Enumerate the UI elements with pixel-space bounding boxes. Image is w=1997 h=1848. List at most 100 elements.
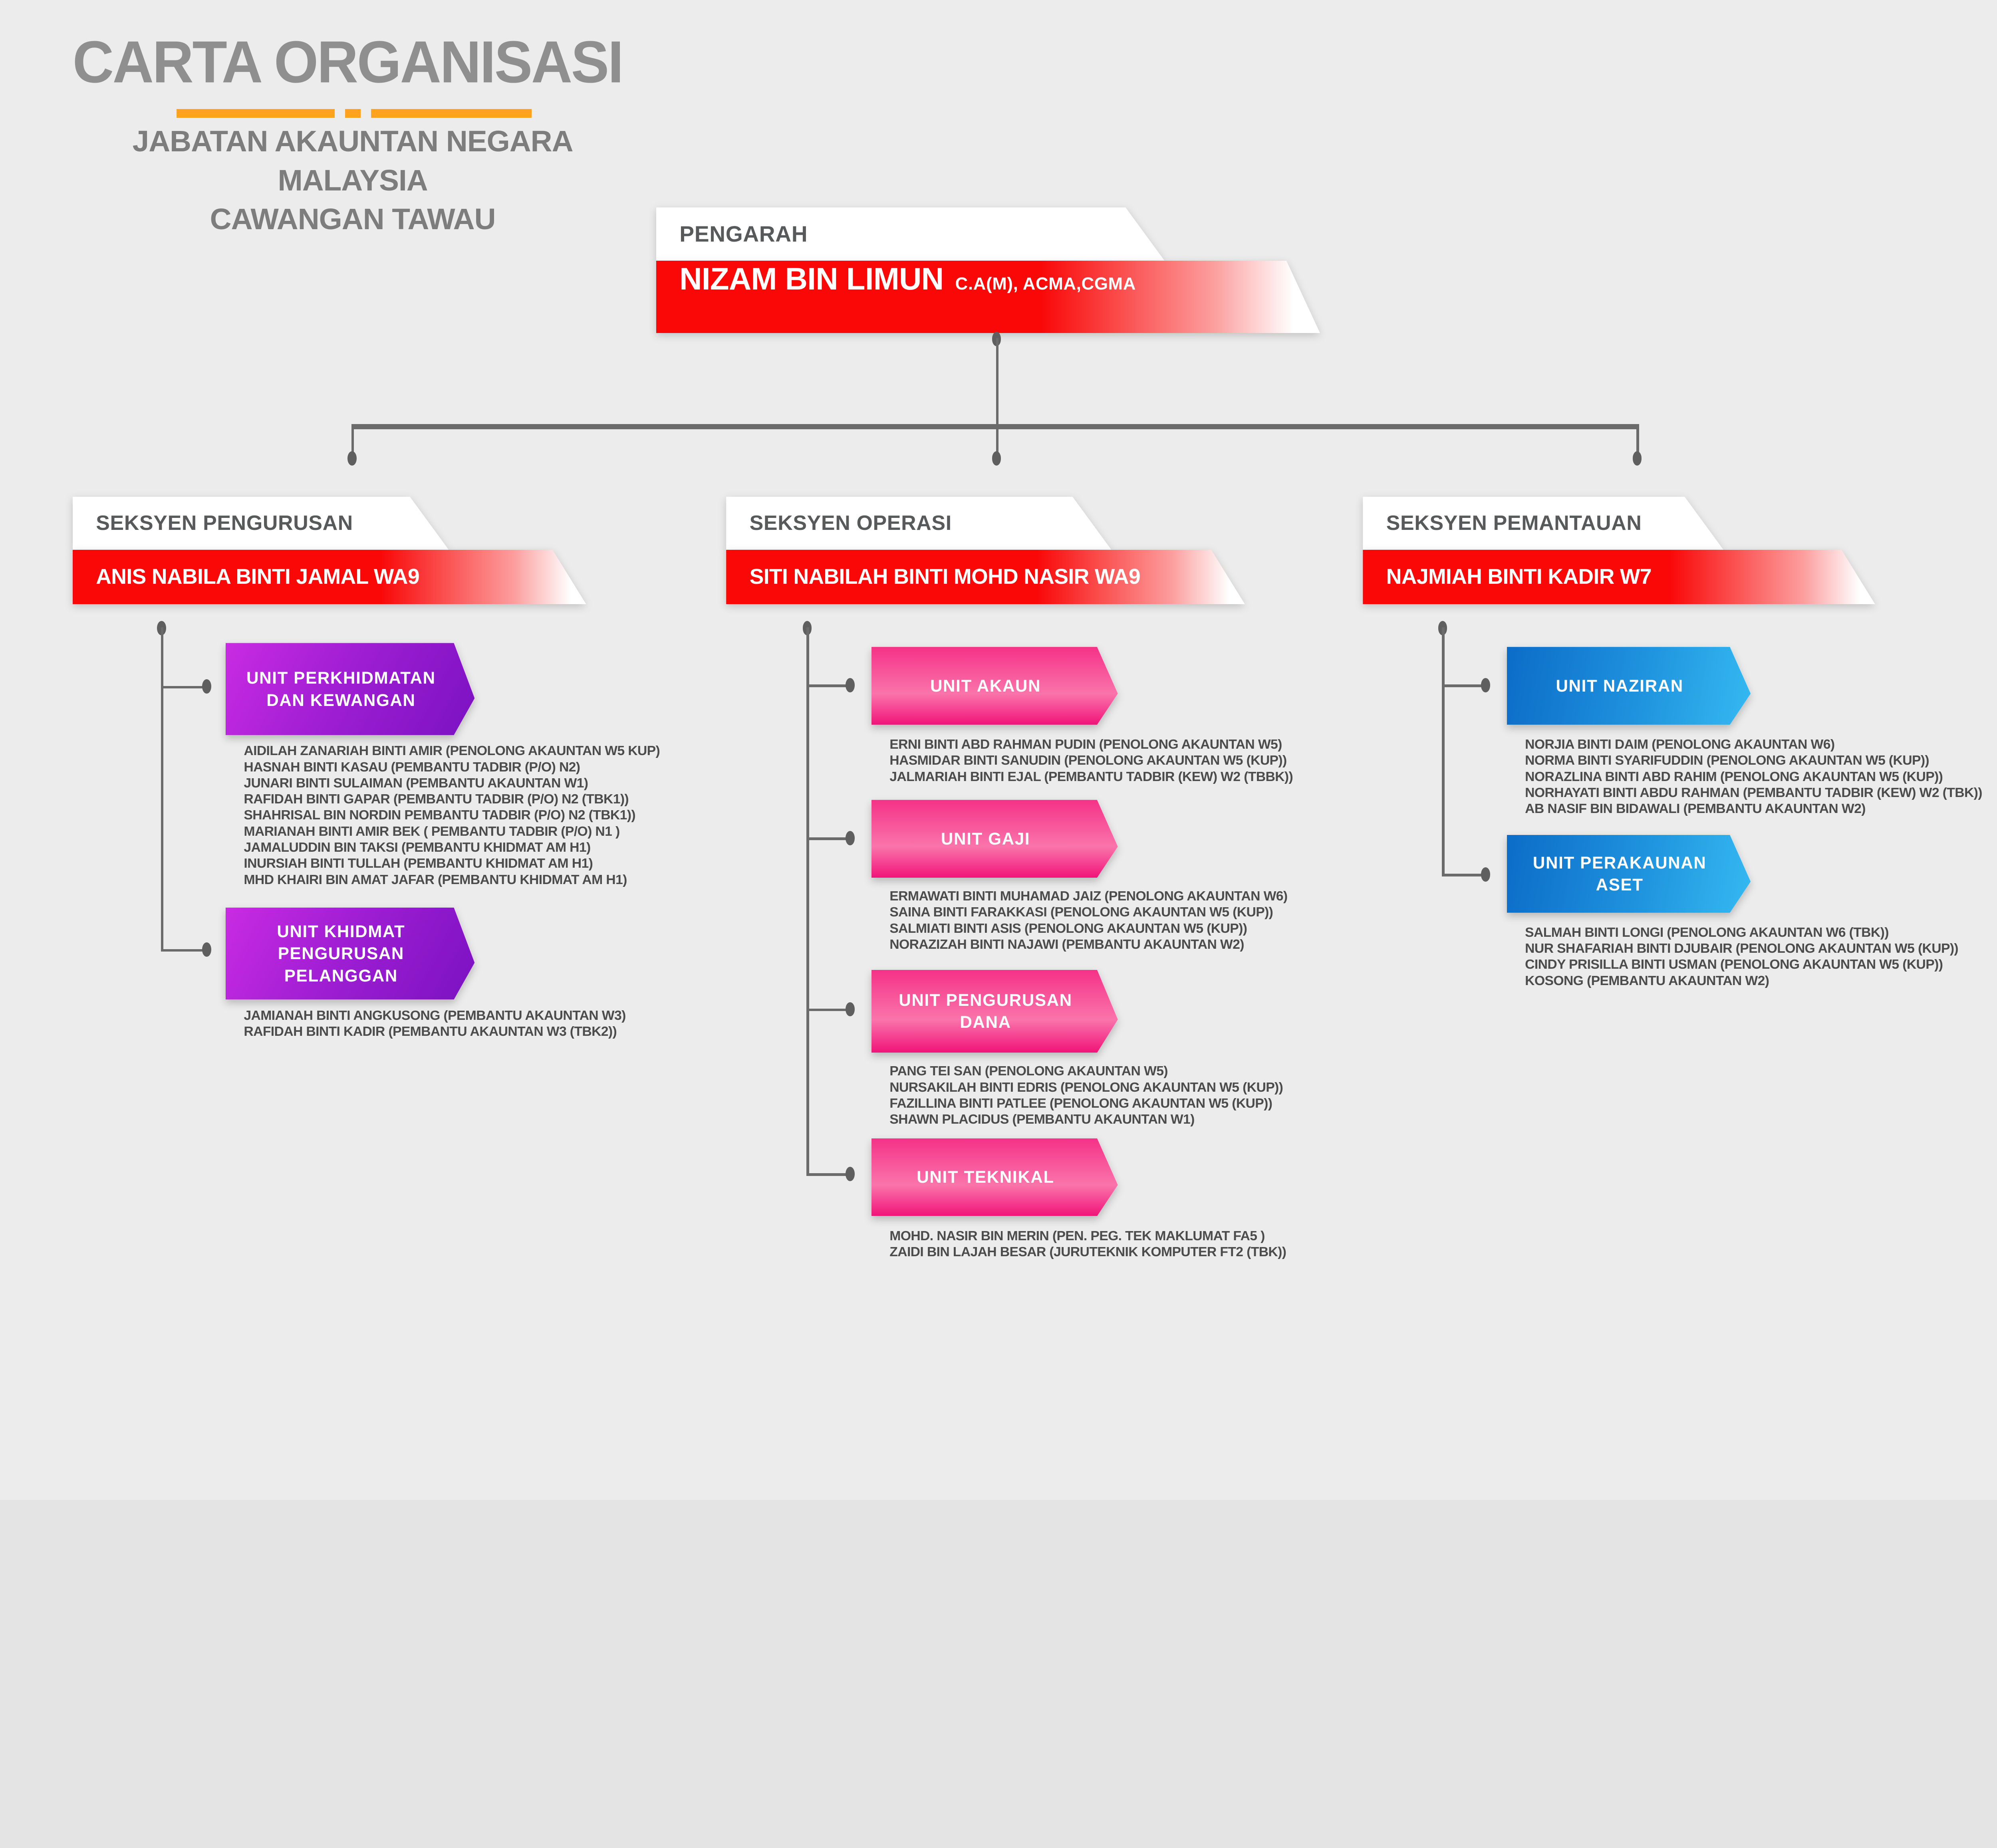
- section-banner-pemantauan: NAJMIAH BINTI KADIR W7: [1363, 550, 1875, 604]
- unit-box-gaji: UNIT GAJI: [871, 800, 1118, 878]
- staff-member: FAZILLINA BINTI PATLEE (PENOLONG AKAUNTA…: [889, 1095, 1272, 1111]
- section-banner-operasi: SITI NABILAH BINTI MOHD NASIR WA9: [726, 550, 1245, 604]
- staff-member: RAFIDAH BINTI GAPAR (PEMBANTU TADBIR (P/…: [244, 791, 629, 807]
- staff-member: RAFIDAH BINTI KADIR (PEMBANTU AKAUNTAN W…: [244, 1023, 617, 1039]
- unit-label: UNIT PERAKAUNAN ASET: [1532, 853, 1707, 894]
- staff-list-khidmat-pelanggan: JAMIANAH BINTI ANGKUSONG (PEMBANTU AKAUN…: [244, 1007, 626, 1040]
- unit-box-perkhidmatan-kewangan: UNIT PERKHIDMATAN DAN KEWANGAN: [226, 643, 474, 735]
- director-banner: NIZAM BIN LIMUN C.A(M), ACMA,CGMA: [656, 261, 1320, 333]
- staff-member: NORAZLINA BINTI ABD RAHIM (PENOLONG AKAU…: [1525, 769, 1943, 784]
- connector-trunk-left: [161, 627, 164, 950]
- org-chart-canvas: CARTA ORGANISASI JABATAN AKAUNTAN NEGARA…: [60, 29, 1983, 1260]
- connector-branch: [1442, 874, 1489, 876]
- staff-member: AIDILAH ZANARIAH BINTI AMIR (PENOLONG AK…: [244, 743, 660, 759]
- staff-member: NUR SHAFARIAH BINTI DJUBAIR (PENOLONG AK…: [1525, 941, 1959, 956]
- connector-dot-left: [347, 451, 357, 466]
- unit-box-pengurusan-dana: UNIT PENGURUSAN DANA: [871, 970, 1118, 1053]
- unit-box-naziran: UNIT NAZIRAN: [1507, 647, 1751, 725]
- staff-list-perkhidmatan: AIDILAH ZANARIAH BINTI AMIR (PENOLONG AK…: [244, 743, 660, 887]
- staff-member: ZAIDI BIN LAJAH BESAR (JURUTEKNIK KOMPUT…: [889, 1244, 1286, 1259]
- section-label: SEKSYEN PENGURUSAN: [96, 512, 353, 535]
- connector-drop-right: [1636, 429, 1639, 456]
- director-header: PENGARAH: [656, 207, 1165, 260]
- staff-member: NORMA BINTI SYARIFUDDIN (PENOLONG AKAUNT…: [1525, 753, 1929, 768]
- staff-member: HASNAH BINTI KASAU (PEMBANTU TADBIR (P/O…: [244, 759, 580, 775]
- staff-list-teknikal: MOHD. NASIR BIN MERIN (PEN. PEG. TEK MAK…: [889, 1228, 1286, 1260]
- subtitle-line2: CAWANGAN TAWAU: [210, 202, 496, 236]
- staff-member: MHD KHAIRI BIN AMAT JAFAR (PEMBANTU KHID…: [244, 872, 627, 887]
- staff-member: CINDY PRISILLA BINTI USMAN (PENOLONG AKA…: [1525, 957, 1943, 972]
- unit-label: UNIT PERKHIDMATAN DAN KEWANGAN: [246, 668, 436, 710]
- unit-label: UNIT PENGURUSAN DANA: [899, 991, 1072, 1032]
- section-head-name: ANIS NABILA BINTI JAMAL WA9: [96, 565, 419, 589]
- section-label: SEKSYEN OPERASI: [749, 512, 952, 535]
- staff-member: INURSIAH BINTI TULLAH (PEMBANTU KHIDMAT …: [244, 856, 593, 871]
- staff-member: KOSONG (PEMBANTU AKAUNTAN W2): [1525, 973, 1769, 988]
- staff-member: SAINA BINTI FARAKKASI (PENOLONG AKAUNTAN…: [889, 904, 1273, 920]
- connector-trunk-right: [1442, 627, 1445, 876]
- staff-member: JALMARIAH BINTI EJAL (PEMBANTU TADBIR (K…: [889, 769, 1293, 784]
- staff-member: AB NASIF BIN BIDAWALI (PEMBANTU AKAUNTAN…: [1525, 801, 1866, 817]
- title-underline-left: [176, 109, 335, 118]
- staff-member: SALMAH BINTI LONGI (PENOLONG AKAUNTAN W6…: [1525, 924, 1889, 940]
- unit-label: UNIT GAJI: [941, 829, 1030, 849]
- connector-branch: [161, 949, 210, 952]
- director-role-label: PENGARAH: [679, 222, 808, 247]
- connector-branch-dot: [202, 679, 212, 694]
- unit-box-khidmat-pelanggan: UNIT KHIDMAT PENGURUSAN PELANGGAN: [226, 908, 474, 1000]
- staff-member: HASMIDAR BINTI SANUDIN (PENOLONG AKAUNTA…: [889, 753, 1287, 768]
- section-head-name: NAJMIAH BINTI KADIR W7: [1386, 565, 1652, 589]
- connector-branch-dot: [845, 1002, 855, 1017]
- section-head-name: SITI NABILAH BINTI MOHD NASIR WA9: [749, 565, 1141, 589]
- connector-dot-middle: [992, 451, 1001, 466]
- subtitle-block: JABATAN AKAUNTAN NEGARA MALAYSIA CAWANGA…: [60, 122, 646, 238]
- title-underline-right: [371, 109, 532, 118]
- connector-branch: [806, 1173, 854, 1176]
- staff-member: JUNARI BINTI SULAIMAN (PEMBANTU AKAUNTAN…: [244, 775, 588, 791]
- connector-drop-middle: [996, 429, 998, 456]
- director-credentials: C.A(M), ACMA,CGMA: [955, 274, 1136, 293]
- connector-branch: [806, 837, 854, 840]
- subtitle-line1: JABATAN AKAUNTAN NEGARA MALAYSIA: [132, 124, 574, 197]
- connector-trunk-middle: [806, 627, 809, 1176]
- staff-list-naziran: NORJIA BINTI DAIM (PENOLONG AKAUNTAN W6)…: [1525, 736, 1982, 817]
- page-title: CARTA ORGANISASI: [72, 29, 624, 95]
- section-header-operasi: SEKSYEN OPERASI: [726, 497, 1111, 550]
- unit-label: UNIT KHIDMAT PENGURUSAN PELANGGAN: [277, 922, 405, 985]
- connector-drop-left: [351, 429, 354, 456]
- connector-branch: [1442, 684, 1489, 687]
- connector-branch-dot: [845, 831, 855, 845]
- staff-member: NORAZIZAH BINTI NAJAWI (PEMBANTU AKAUNTA…: [889, 936, 1244, 952]
- staff-list-gaji: ERMAWATI BINTI MUHAMAD JAIZ (PENOLONG AK…: [889, 888, 1288, 952]
- connector-main-hline: [351, 424, 1639, 429]
- connector-branch-dot: [845, 678, 855, 692]
- connector-branch: [806, 1008, 854, 1011]
- unit-label: UNIT TEKNIKAL: [917, 1168, 1054, 1187]
- staff-member: JAMIANAH BINTI ANGKUSONG (PEMBANTU AKAUN…: [244, 1007, 626, 1023]
- title-underline-dot: [345, 109, 361, 118]
- connector-branch-dot: [845, 1167, 855, 1181]
- staff-member: NURSAKILAH BINTI EDRIS (PENOLONG AKAUNTA…: [889, 1079, 1283, 1095]
- unit-box-perakaunan-aset: UNIT PERAKAUNAN ASET: [1507, 835, 1751, 913]
- connector-dot-right: [1632, 451, 1642, 466]
- unit-label: UNIT NAZIRAN: [1556, 676, 1683, 695]
- staff-member: MARIANAH BINTI AMIR BEK ( PEMBANTU TADBI…: [244, 823, 620, 839]
- section-header-pemantauan: SEKSYEN PEMANTAUAN: [1363, 497, 1723, 550]
- staff-member: MOHD. NASIR BIN MERIN (PEN. PEG. TEK MAK…: [889, 1228, 1265, 1243]
- section-header-pengurusan: SEKSYEN PENGURUSAN: [73, 497, 449, 550]
- connector-branch: [806, 684, 854, 687]
- unit-box-teknikal: UNIT TEKNIKAL: [871, 1138, 1118, 1216]
- staff-member: SHAHRISAL BIN NORDIN PEMBANTU TADBIR (P/…: [244, 807, 635, 823]
- connector-branch: [161, 686, 210, 689]
- staff-member: ERNI BINTI ABD RAHMAN PUDIN (PENOLONG AK…: [889, 737, 1282, 752]
- staff-list-pengurusan-dana: PANG TEI SAN (PENOLONG AKAUNTAN W5) NURS…: [889, 1063, 1283, 1127]
- director-name: NIZAM BIN LIMUN: [679, 261, 944, 296]
- staff-list-perakaunan-aset: SALMAH BINTI LONGI (PENOLONG AKAUNTAN W6…: [1525, 924, 1959, 989]
- staff-member: ERMAWATI BINTI MUHAMAD JAIZ (PENOLONG AK…: [889, 888, 1288, 904]
- section-banner-pengurusan: ANIS NABILA BINTI JAMAL WA9: [73, 550, 586, 604]
- connector-branch-dot: [1481, 678, 1490, 692]
- connector-director-vline: [996, 338, 998, 427]
- staff-list-akaun: ERNI BINTI ABD RAHMAN PUDIN (PENOLONG AK…: [889, 736, 1293, 785]
- staff-member: NORHAYATI BINTI ABDU RAHMAN (PEMBANTU TA…: [1525, 785, 1982, 800]
- staff-member: SHAWN PLACIDUS (PEMBANTU AKAUNTAN W1): [889, 1112, 1195, 1127]
